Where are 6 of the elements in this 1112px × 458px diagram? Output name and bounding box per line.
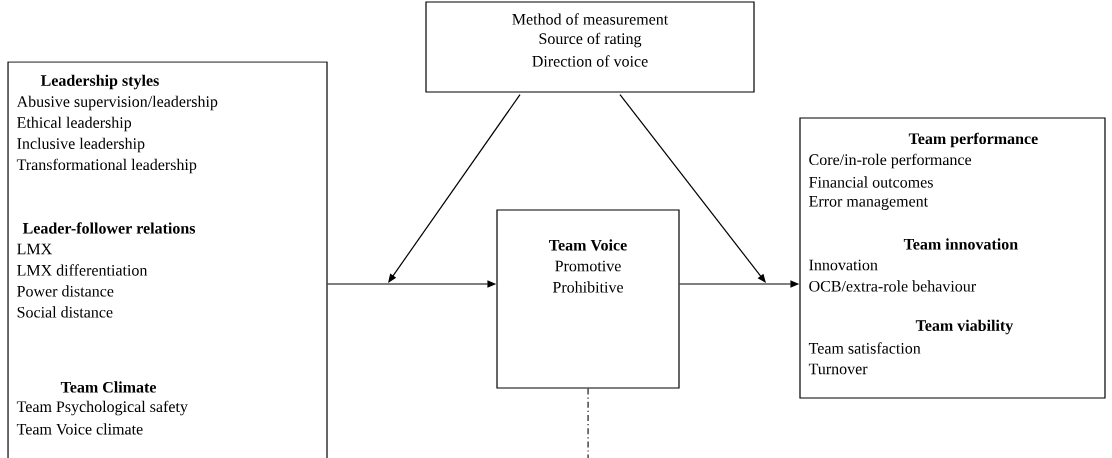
text-box: Team performance Core/in-role performance Financial outcomes Error management Team innovation Innovation OCB/extra-role behaviour Team viability Team satisfaction Turnover [799,117,1106,399]
text-box: Team Voice Promotive Prohibitive [496,209,680,389]
text-box: Method of measurement Source of rating Direction of voice [425,1,755,93]
text-box: Leadership styles Abusive supervision/leadership Ethical leadership Inclusive leadership Transformational leadership Leader-follower relations LMX LMX differentiation Power distance Social distance Team Climate Team Psychological safety Team Voice climate [7,61,328,458]
arrow [388,94,521,283]
arrow [619,94,766,283]
